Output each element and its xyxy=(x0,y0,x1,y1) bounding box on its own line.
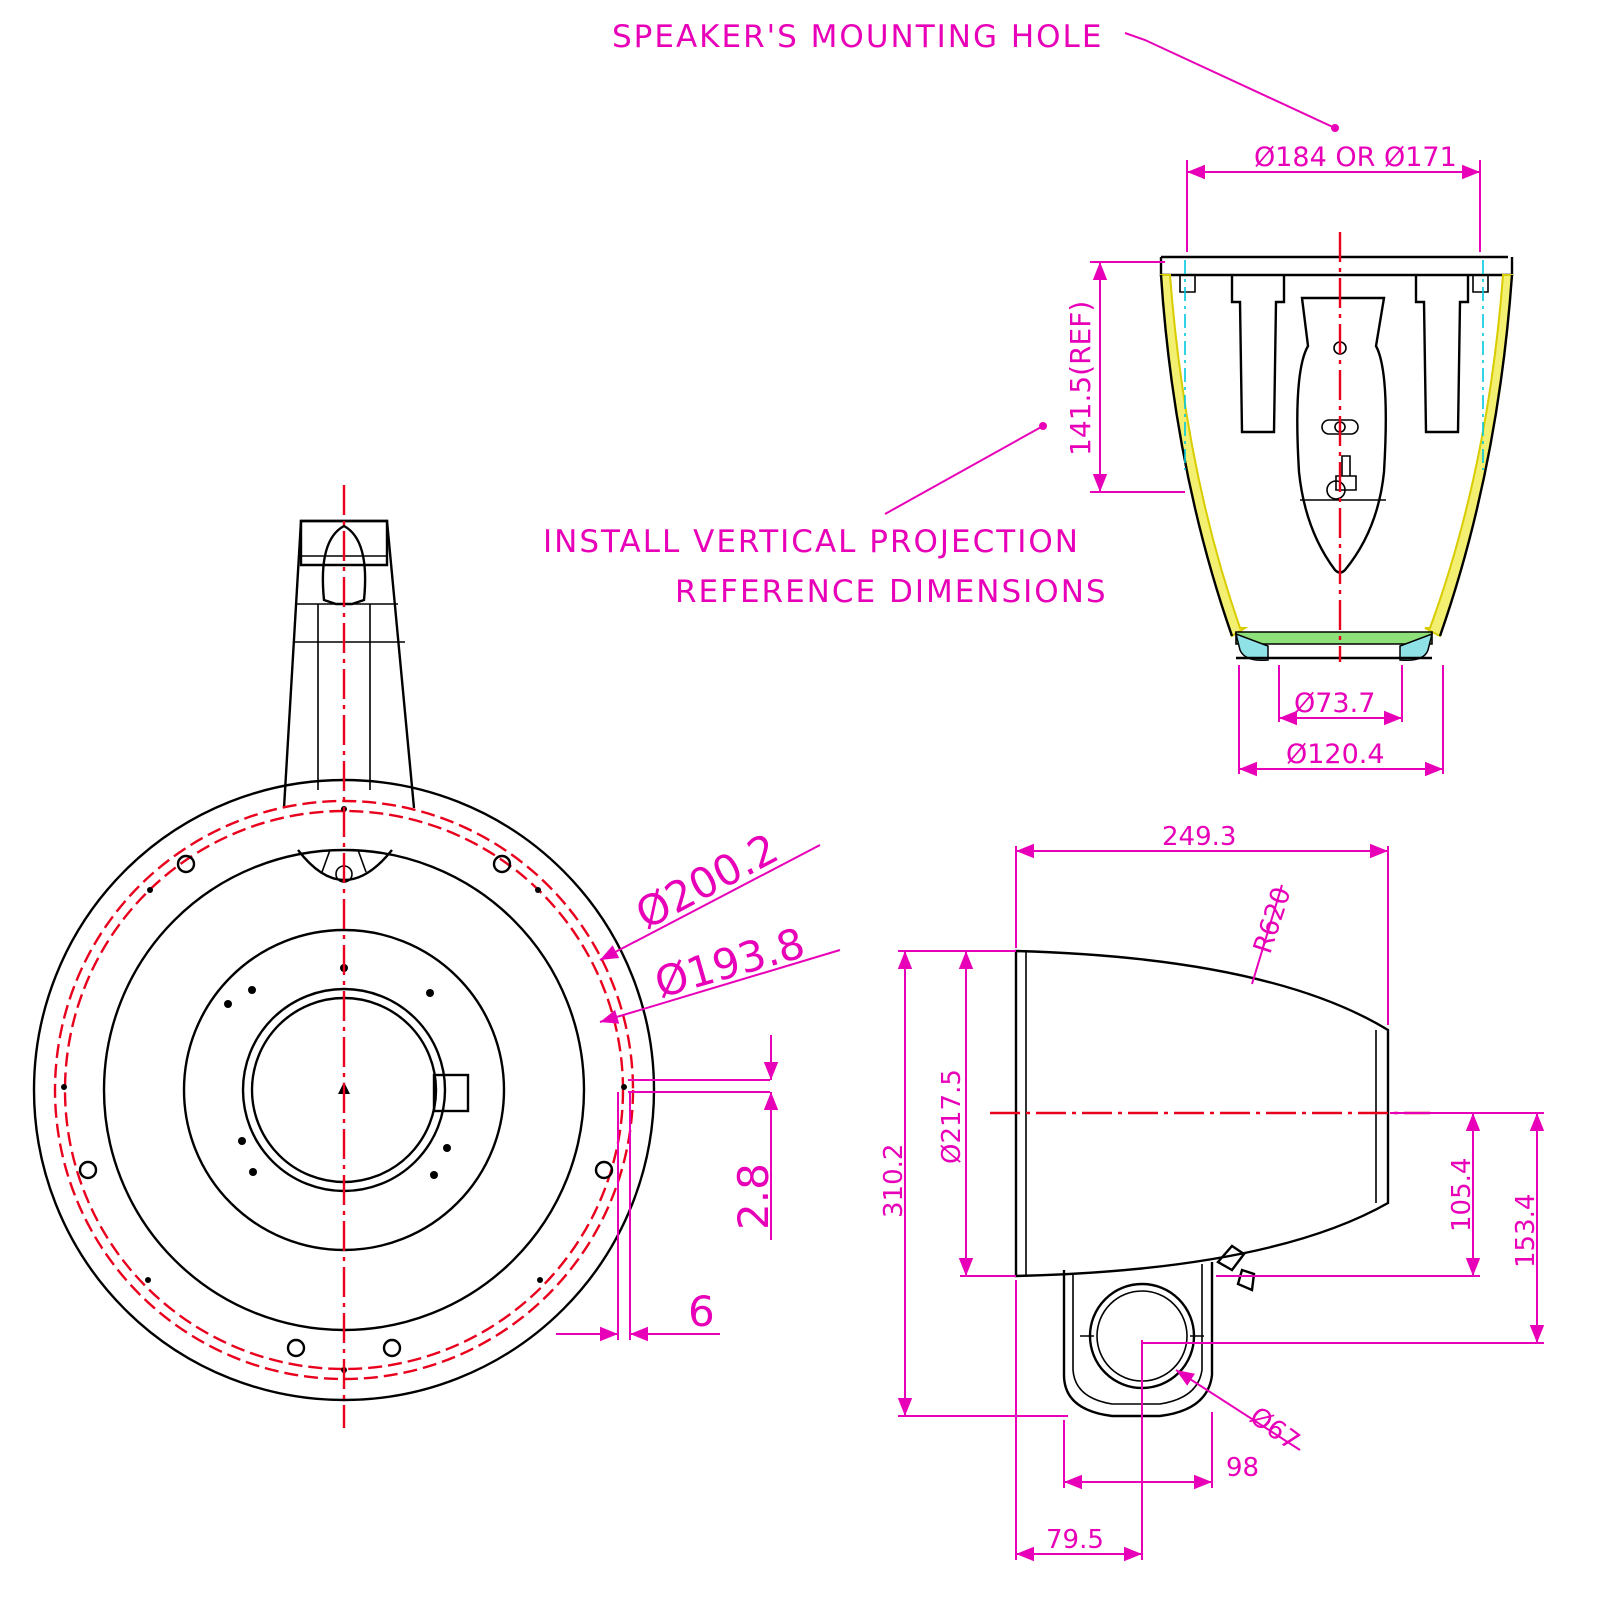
radius-label: R620 xyxy=(1248,884,1297,958)
projection-line1: INSTALL VERTICAL PROJECTION xyxy=(543,524,1080,560)
section-view: Ø184 OR Ø171 141.5(REF) Ø73.7 Ø120.4 xyxy=(1064,142,1514,777)
d-67-label: Ø67 xyxy=(1244,1401,1305,1457)
w-98-label: 98 xyxy=(1226,1453,1259,1483)
projection-line2: REFERENCE DIMENSIONS xyxy=(675,574,1108,610)
mounting-hole-label: SPEAKER'S MOUNTING HOLE xyxy=(612,19,1103,55)
d-217-label: Ø217.5 xyxy=(937,1069,967,1164)
side-view: 249.3 R620 Ø217.5 310.2 105.4 153.4 Ø67 … xyxy=(879,822,1545,1562)
dim-6-label: 6 xyxy=(688,1287,715,1336)
w-79-label: 79.5 xyxy=(1046,1525,1104,1555)
projection-note: INSTALL VERTICAL PROJECTION REFERENCE DI… xyxy=(543,422,1108,610)
h-105-label: 105.4 xyxy=(1447,1158,1477,1232)
d-inner-label: Ø73.7 xyxy=(1294,688,1375,719)
dim-2-8-label: 2.8 xyxy=(729,1163,778,1230)
height-ref-label: 141.5(REF) xyxy=(1064,301,1097,456)
mounting-hole-note: SPEAKER'S MOUNTING HOLE xyxy=(612,19,1339,132)
length-label: 249.3 xyxy=(1162,822,1236,852)
front-view: Ø200.2 Ø193.8 2.8 6 xyxy=(32,485,841,1428)
d-193-label: Ø193.8 xyxy=(649,918,810,1007)
h-310-label: 310.2 xyxy=(879,1144,909,1218)
d-mount-label: Ø184 OR Ø171 xyxy=(1254,142,1457,173)
h-153-label: 153.4 xyxy=(1511,1194,1541,1268)
bolt-holes xyxy=(61,806,627,1373)
d-200-label: Ø200.2 xyxy=(628,824,786,939)
d-outer-label: Ø120.4 xyxy=(1286,739,1385,770)
